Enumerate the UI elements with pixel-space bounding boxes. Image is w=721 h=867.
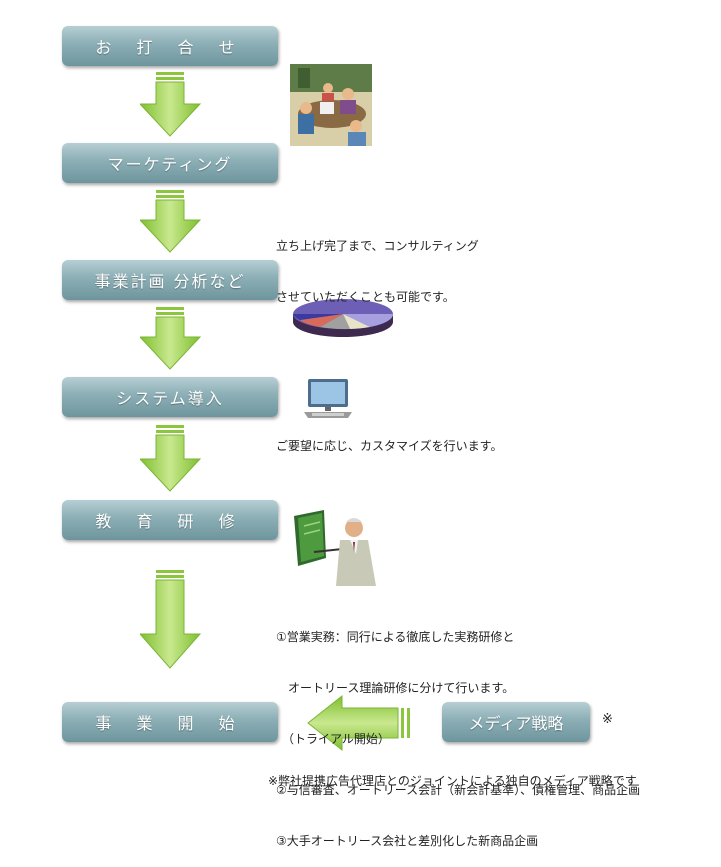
down-arrow-2 [140, 190, 202, 253]
media-strategy-label: メディア戦略 [468, 714, 564, 733]
training-notes: ①営業実務：同行による徹底した実務研修と オートリース理論研修に分けて行います。… [276, 595, 640, 867]
customize-note: ご要望に応じ、カスタマイズを行います。 [276, 439, 503, 453]
training-note-3: ③大手オートリース会社と差別化した新商品企画 [276, 834, 539, 848]
consulting-note: 立ち上げ完了まで、コンサルティング させていただくことも可能です。 [276, 204, 479, 323]
footnote: ※弊社提携広告代理店とのジョイントによる独自のメディア戦略です [268, 774, 637, 788]
step-training: 教 育 研 修 [62, 500, 278, 540]
step-launch-label: 事 業 開 始 [95, 714, 245, 733]
step-training-label: 教 育 研 修 [95, 512, 245, 531]
consulting-note-line1: 立ち上げ完了まで、コンサルティング [276, 239, 479, 253]
media-strategy-box: メディア戦略 [442, 702, 590, 742]
computer-clipart-icon [304, 379, 352, 418]
step-marketing-label: マーケティング [107, 155, 233, 174]
down-arrow-4 [140, 425, 202, 492]
step-business-plan: 事業計画 分析など [62, 260, 278, 300]
step-system: システム導入 [62, 377, 278, 417]
consulting-note-line2: させていただくことも可能です。 [276, 290, 455, 304]
step-business-plan-label: 事業計画 分析など [94, 272, 246, 291]
meeting-clipart-icon [290, 64, 372, 146]
training-note-1c: （トライアル開始） [276, 732, 390, 746]
down-arrow-5 [140, 570, 202, 669]
step-system-label: システム導入 [116, 389, 224, 408]
presenter-clipart-icon [294, 510, 376, 586]
down-arrow-3 [140, 307, 202, 370]
training-note-2: ②与信審査、オートリース会計（新会計基準）、債権管理、商品企画 [276, 783, 641, 797]
step-meeting: お 打 合 せ [62, 26, 278, 66]
step-marketing: マーケティング [62, 143, 278, 183]
asterisk-mark: ※ [602, 712, 613, 727]
pie-chart-clipart-icon [293, 299, 394, 337]
step-launch: 事 業 開 始 [62, 702, 278, 742]
training-note-1b: オートリース理論研修に分けて行います。 [276, 681, 515, 695]
down-arrow-1 [140, 72, 202, 137]
training-note-1: ①営業実務：同行による徹底した実務研修と [276, 630, 515, 644]
left-arrow [307, 694, 410, 752]
step-meeting-label: お 打 合 せ [95, 38, 245, 57]
